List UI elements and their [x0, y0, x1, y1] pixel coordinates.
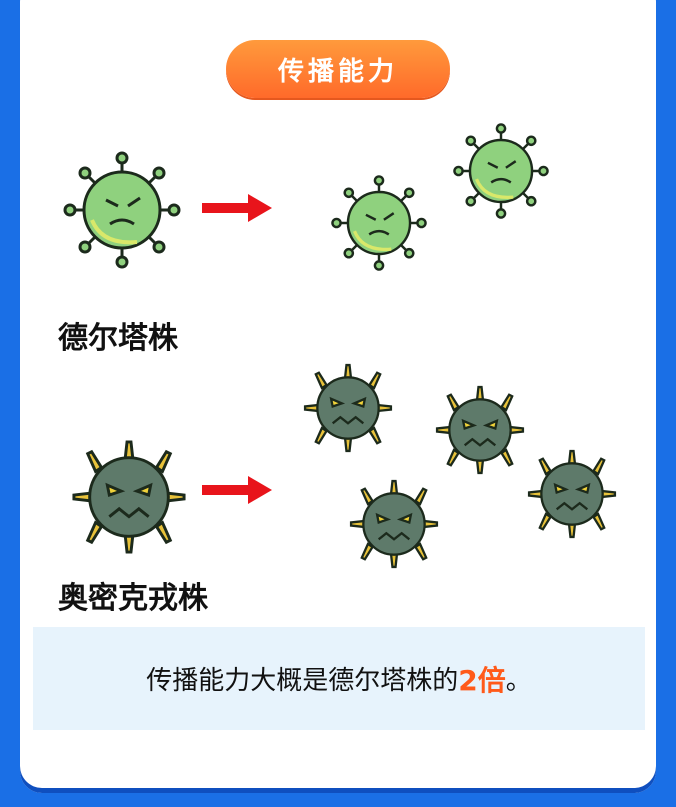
omicron-virus-icon	[527, 449, 617, 539]
omicron-virus-icon	[72, 440, 186, 554]
omicron-virus-icon	[349, 479, 439, 569]
summary-highlight: 2倍	[458, 663, 506, 697]
red-arrow-icon	[202, 476, 272, 504]
delta-strain-label: 德尔塔株	[58, 321, 178, 356]
section-heading-text: 传播能力	[277, 56, 398, 87]
omicron-virus-icon	[303, 363, 393, 453]
delta-virus-icon	[453, 123, 549, 219]
summary-prefix: 传播能力大概是德尔塔株的	[146, 666, 459, 696]
delta-virus-icon	[331, 175, 427, 271]
section-heading: 传播能力	[226, 40, 450, 98]
omicron-strain-label: 奥密克戎株	[58, 581, 208, 616]
delta-virus-icon	[63, 151, 181, 269]
omicron-virus-icon	[435, 385, 525, 475]
summary-suffix: 。	[505, 666, 532, 696]
red-arrow-icon	[202, 194, 272, 222]
